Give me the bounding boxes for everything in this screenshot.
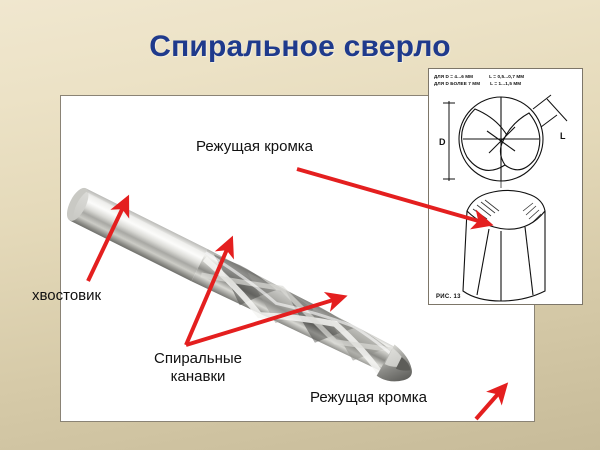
inset-drawing-svg (443, 94, 568, 302)
label-cutting-edge-top: Режущая кромка (196, 138, 313, 155)
technical-drawing-inset: ДЛЯ D = 4...6 ММ L = 0,5...0,7 ММ ДЛЯ D Б… (428, 68, 583, 305)
label-spiral-flutes-line1: Спиральные (154, 350, 242, 367)
inset-dimension-l-label: L (560, 131, 566, 141)
inset-note-2-right: L = 1...1,5 ММ (490, 81, 522, 86)
inset-note-1-left: ДЛЯ D = 4...6 ММ (434, 74, 474, 79)
page-title: Спиральное сверло (149, 30, 451, 63)
label-spiral-flutes: Спиральные канавки (137, 350, 259, 386)
figure-caption: РИС. 13 (436, 294, 461, 300)
inset-note-line-1: ДЛЯ D = 4...6 ММ L = 0,5...0,7 ММ (434, 73, 524, 80)
inset-note-line-2: ДЛЯ D БОЛЕЕ 7 ММ L = 1...1,5 ММ (434, 80, 521, 87)
label-shank: хвостовик (32, 287, 102, 304)
label-cutting-edge-bottom: Режущая кромка (310, 389, 427, 406)
inset-dimension-d-label: D (439, 137, 446, 147)
inset-note-2-left: ДЛЯ D БОЛЕЕ 7 ММ (434, 81, 481, 86)
label-spiral-flutes-line2: канавки (170, 368, 226, 385)
inset-note-1-right: L = 0,5...0,7 ММ (489, 74, 525, 79)
